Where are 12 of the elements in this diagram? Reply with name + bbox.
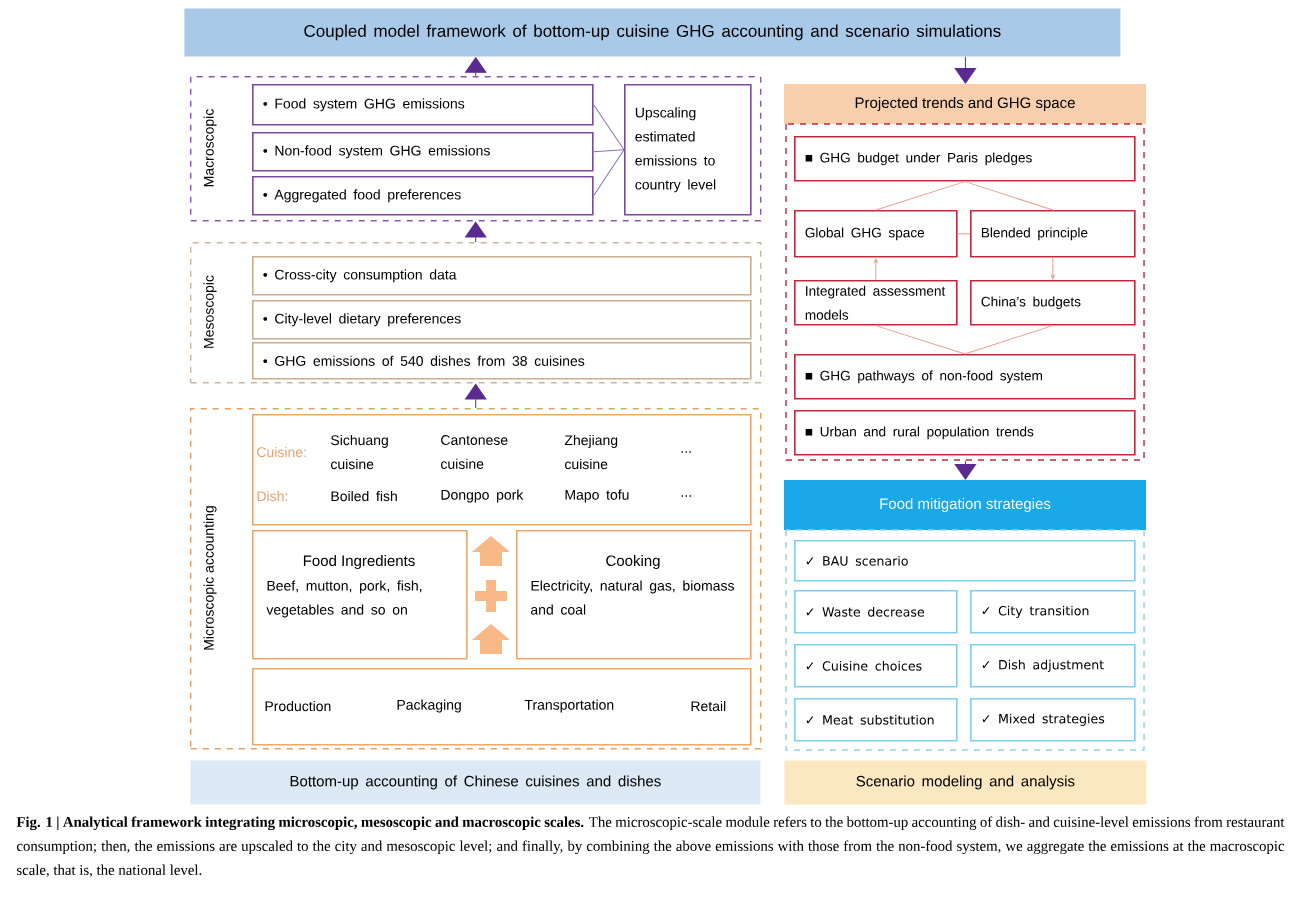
title-bar: Coupled model framework of bottom-up cuisine GHG accounting and scenario simulations [184,8,1121,57]
arrow [465,57,487,77]
arrow [954,56,977,84]
connector-line [593,149,625,153]
arrow [954,460,977,480]
arrow [465,221,487,243]
connector-line [593,149,625,197]
arrow [1050,257,1055,280]
connector-line [593,104,625,151]
connector-line [957,233,971,235]
arrow [873,258,878,281]
arrow [465,383,487,409]
